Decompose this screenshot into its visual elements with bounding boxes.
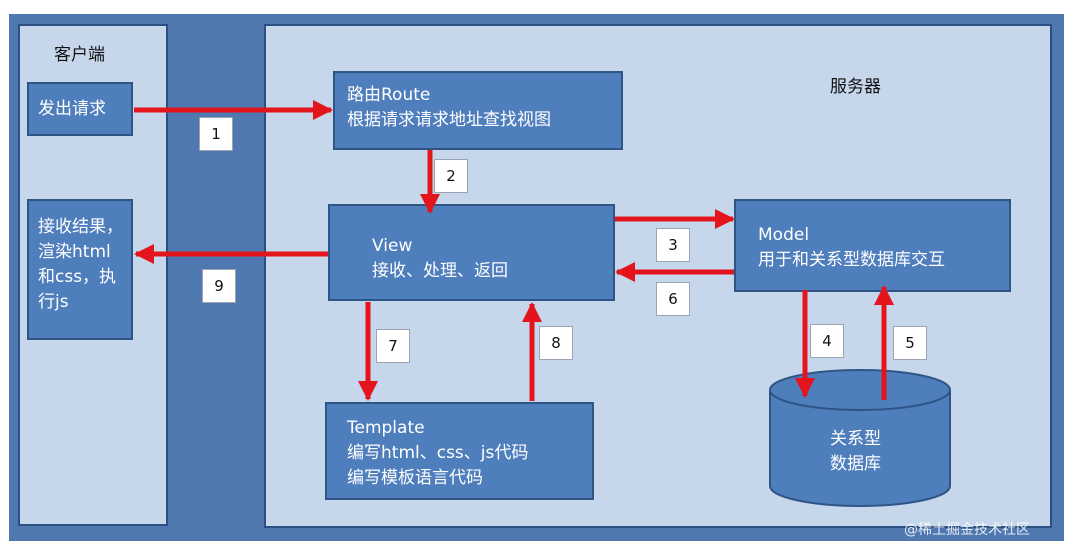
template-box: Template 编写html、css、js代码 编写模板语言代码 — [325, 402, 594, 500]
step-label-9: 9 — [202, 269, 236, 303]
template-line-1: Template — [347, 418, 425, 438]
step-label-5: 5 — [893, 326, 927, 360]
route-line-2: 根据请求请求地址查找视图 — [347, 110, 551, 130]
model-box: Model 用于和关系型数据库交互 — [734, 199, 1011, 292]
receive-line-3: 和css，执 — [38, 267, 117, 287]
send-request-text: 发出请求 — [38, 99, 106, 119]
step-label-6: 6 — [656, 282, 690, 316]
server-title: 服务器 — [830, 77, 881, 97]
database-line-1: 关系型 — [830, 429, 881, 449]
step-label-4: 4 — [810, 324, 844, 358]
send-request-box: 发出请求 — [27, 82, 133, 136]
receive-result-box: 接收结果， 渲染html 和css，执 行js — [27, 199, 133, 340]
step-label-3: 3 — [656, 228, 690, 262]
database-cylinder — [769, 369, 951, 507]
route-box: 路由Route 根据请求请求地址查找视图 — [333, 71, 623, 150]
model-line-2: 用于和关系型数据库交互 — [758, 250, 945, 270]
step-label-7: 7 — [376, 329, 410, 363]
client-title: 客户端 — [54, 45, 105, 65]
view-line-2: 接收、处理、返回 — [372, 261, 508, 281]
step-label-1: 1 — [199, 117, 233, 151]
database-line-2: 数据库 — [830, 454, 881, 474]
template-line-2: 编写html、css、js代码 — [347, 443, 529, 463]
view-line-1: View — [372, 236, 413, 256]
view-box: View 接收、处理、返回 — [328, 204, 615, 301]
route-line-1: 路由Route — [347, 85, 431, 105]
watermark: @稀土掘金技术社区 — [904, 522, 1030, 538]
receive-line-1: 接收结果， — [38, 217, 123, 237]
database-label: 关系型 数据库 — [830, 427, 881, 477]
model-line-1: Model — [758, 225, 810, 245]
step-label-8: 8 — [539, 326, 573, 360]
receive-line-2: 渲染html — [38, 242, 111, 262]
step-label-2: 2 — [434, 159, 468, 193]
template-line-3: 编写模板语言代码 — [347, 468, 483, 488]
receive-line-4: 行js — [38, 292, 69, 312]
